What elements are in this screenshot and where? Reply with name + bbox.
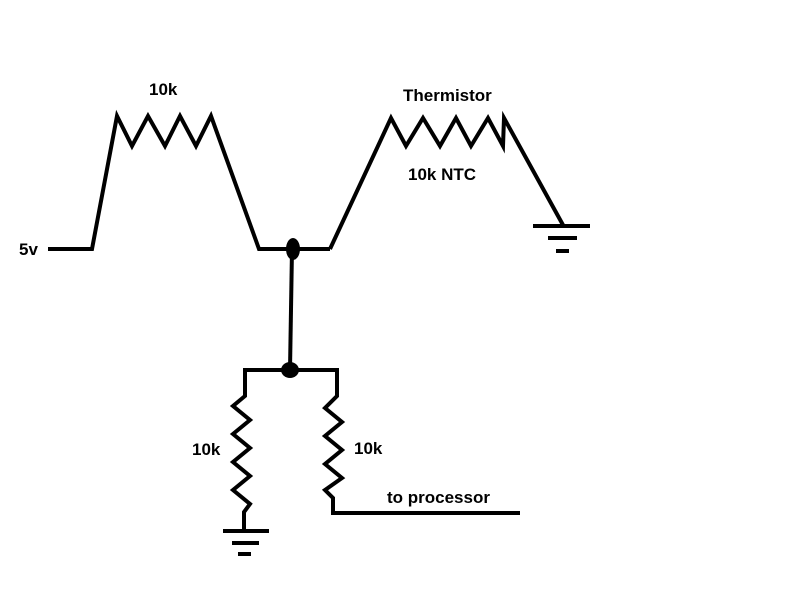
r3-value-label: 10k [354, 439, 383, 458]
thermistor-name-label: Thermistor [403, 86, 492, 105]
supply-label: 5v [19, 240, 38, 259]
junction-link-wire [288, 248, 294, 371]
output-label: to processor [387, 488, 490, 507]
r2-ground-symbol [223, 529, 269, 556]
r2-value-label: 10k [192, 440, 221, 459]
r2-resistor [229, 368, 254, 530]
thermistor-value-label: 10k NTC [408, 165, 476, 184]
thermistor [328, 110, 565, 250]
r1-resistor [48, 109, 330, 251]
top-junction-node [286, 238, 300, 260]
r1-value-label: 10k [149, 80, 178, 99]
thermistor-ground-symbol [533, 224, 590, 253]
r3-resistor [321, 368, 520, 515]
